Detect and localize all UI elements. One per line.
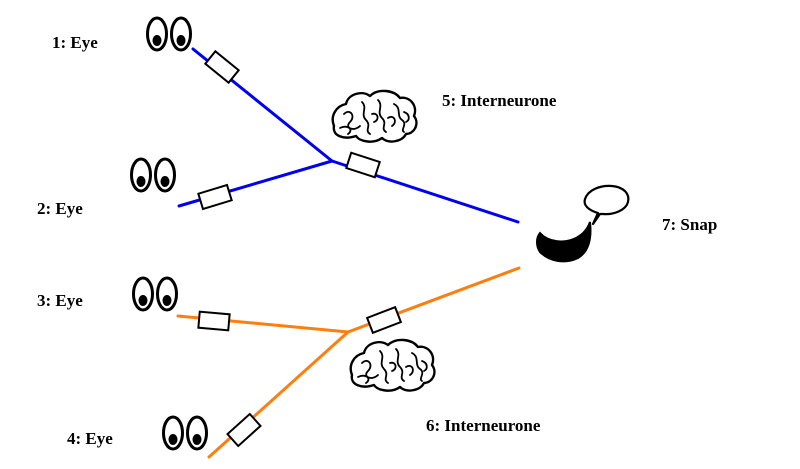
node-label: 2: Eye	[37, 199, 83, 218]
node-4: 4: Eye	[67, 415, 208, 451]
node-label: 6: Interneurone	[426, 416, 541, 435]
synapse-eye3	[197, 310, 231, 332]
speech-bubble-icon	[583, 184, 630, 226]
brain-icon	[349, 338, 436, 392]
eye-icon	[132, 276, 178, 312]
brain-icon	[331, 89, 418, 143]
edge-eye4-to-interneurone6	[207, 330, 350, 459]
eye-icon	[162, 415, 208, 451]
node-label: 3: Eye	[37, 291, 83, 310]
node-label: 5: Interneurone	[442, 91, 557, 110]
eye-icon	[130, 157, 176, 193]
node-5: 5: Interneurone	[331, 89, 557, 143]
node-label: 1: Eye	[52, 33, 98, 52]
synapse-eye4	[226, 412, 262, 448]
node-label: 4: Eye	[67, 429, 113, 448]
node-2: 2: Eye	[37, 157, 176, 218]
node-7: 7: Snap	[536, 184, 717, 263]
synapse-eye2	[197, 183, 233, 211]
eye-icon	[146, 16, 192, 52]
node-6: 6: Interneurone	[349, 338, 541, 435]
synapses	[197, 49, 403, 448]
mouth-icon	[536, 221, 592, 263]
synapse-interneurone5	[345, 151, 381, 179]
synapse-interneurone6	[365, 305, 403, 335]
node-1: 1: Eye	[52, 16, 192, 52]
mouth-speech-icon	[536, 184, 630, 263]
synapse-eye1	[203, 49, 241, 85]
node-label: 7: Snap	[662, 215, 717, 234]
node-3: 3: Eye	[37, 276, 178, 312]
